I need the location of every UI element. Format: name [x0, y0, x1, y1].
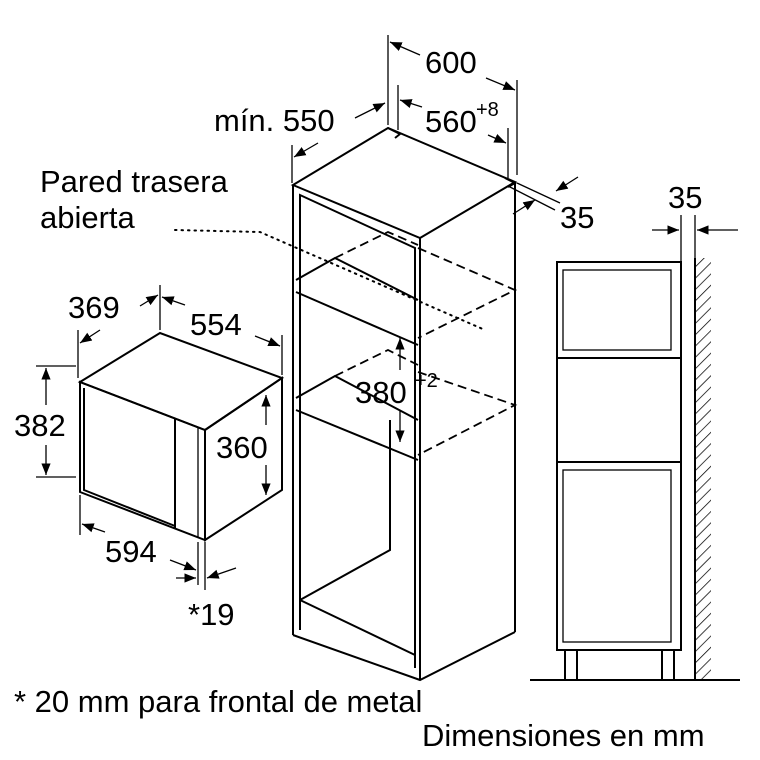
dim-niche-height-tol: +2: [415, 370, 438, 392]
rear-wall-label-2: abierta: [40, 200, 136, 235]
rear-wall-label: Pared trasera: [40, 164, 229, 199]
tall-cabinet: [290, 126, 518, 682]
dim-width-600: 600: [425, 45, 477, 80]
dim-appliance-width: 594: [105, 534, 157, 569]
dim-depth-min: mín. 550: [214, 103, 335, 138]
appliance: [77, 331, 285, 542]
dim-back-gap: 35: [560, 200, 594, 235]
dim-front-thickness: *19: [188, 597, 235, 632]
dim-appliance-body-width: 554: [190, 307, 242, 342]
dim-appliance-body-height: 360: [216, 430, 268, 465]
footnote: * 20 mm para frontal de metal: [14, 684, 422, 719]
dim-appliance-height: 382: [14, 408, 66, 443]
rear-wall-leader: [174, 229, 486, 331]
dim-wall-gap: 35: [668, 180, 702, 215]
dim-niche-height: 380: [355, 375, 407, 410]
units-note: Dimensiones en mm: [422, 718, 705, 753]
dim-niche-width-tol: +8: [476, 99, 499, 121]
dim-appliance-depth: 369: [68, 290, 120, 325]
dim-niche-width: 560: [425, 104, 477, 139]
side-view: [530, 215, 740, 681]
